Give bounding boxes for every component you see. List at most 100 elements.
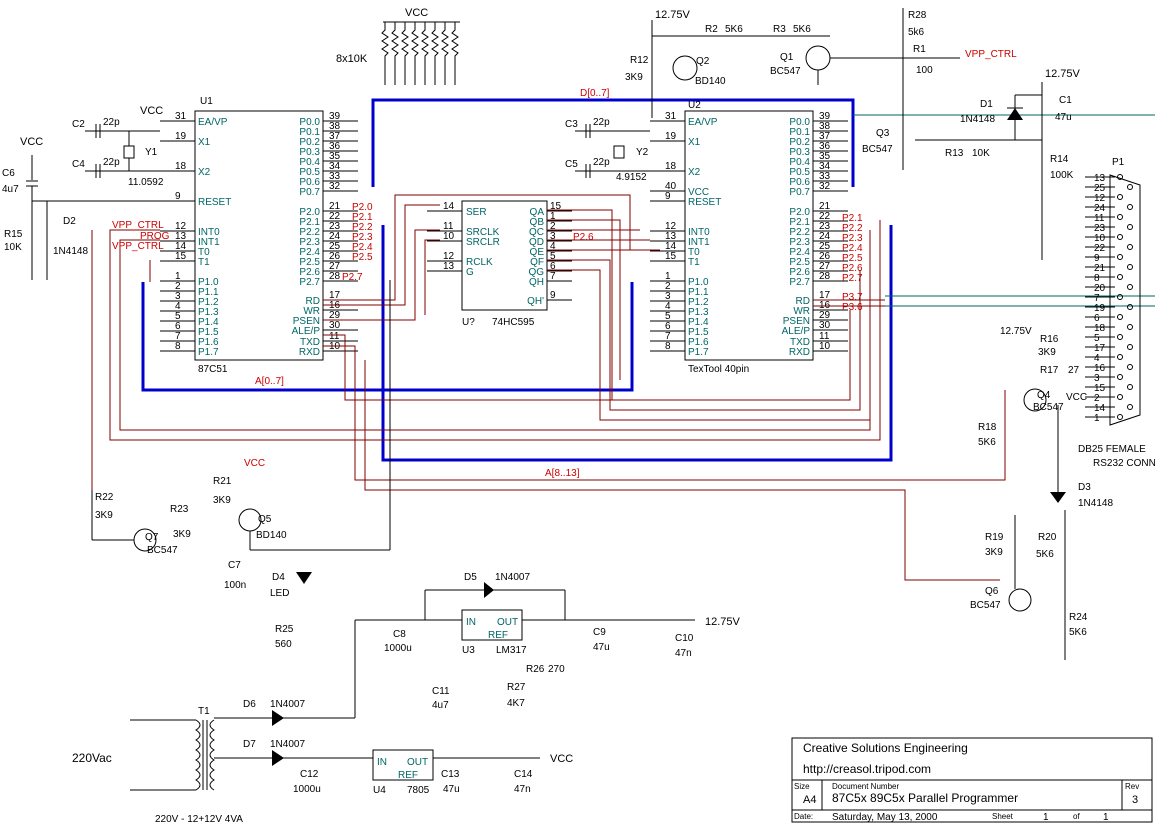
u2-part: TexTool 40pin: [688, 364, 749, 375]
u2-pin-num: 35: [819, 151, 831, 162]
u1-pin-num: 32: [329, 181, 341, 192]
svg-text:Size: Size: [794, 782, 810, 791]
u1-net-label: P2.4: [352, 242, 373, 253]
db25-contact: [1117, 374, 1123, 380]
db25-contact: [1117, 254, 1123, 260]
db25-pin-num: 15: [1094, 383, 1106, 394]
u2-pin-num: 40: [665, 181, 677, 192]
svg-text:47u: 47u: [593, 642, 610, 653]
u1-pin-name: TXD: [300, 337, 320, 348]
svg-text:BC547: BC547: [862, 144, 893, 155]
svg-text:of: of: [1073, 812, 1080, 821]
u2-pin-num: 21: [819, 201, 831, 212]
db25-contact: [1127, 264, 1133, 270]
u1-net-label: P2.2: [352, 222, 373, 233]
svg-text:3K9: 3K9: [1038, 347, 1056, 358]
svg-text:4K7: 4K7: [507, 698, 525, 709]
u1-pin-num: 5: [175, 311, 181, 322]
u1-pin-num: 34: [329, 161, 341, 172]
svg-text:R23: R23: [170, 504, 189, 515]
u2-pin-name: P2.6: [789, 267, 810, 278]
sr-pin-num: 3: [550, 231, 556, 242]
u1-pin-name: P0.7: [299, 187, 320, 198]
u1-pin-num: 8: [175, 341, 181, 352]
db25-pin-num: 16: [1094, 363, 1106, 374]
db25-pin-num: 3: [1094, 373, 1100, 384]
svg-text:BC547: BC547: [147, 545, 178, 556]
u1-pin-num: 23: [329, 221, 341, 232]
svg-text:1000u: 1000u: [384, 643, 412, 654]
db25-pin-num: 11: [1094, 213, 1105, 224]
svg-text:C11: C11: [432, 686, 450, 697]
svg-text:7805: 7805: [407, 785, 430, 796]
u2-pin-name: INT1: [688, 237, 710, 248]
u1-pin-name: P2.6: [299, 267, 320, 278]
db25-contact: [1117, 334, 1123, 340]
u2-net-label: P2.6: [842, 263, 863, 274]
db25-pin-num: 1: [1094, 413, 1100, 424]
sr-pin-name: G: [466, 267, 474, 278]
bus-a-high: [381, 225, 893, 462]
svg-text:BC547: BC547: [1033, 402, 1064, 413]
u1-pin-name: P0.6: [299, 177, 320, 188]
u1-pin-num: 12: [175, 221, 187, 232]
sr-pin-num: 2: [550, 221, 556, 232]
svg-text:22p: 22p: [593, 157, 610, 168]
sr-pin-num: 1: [550, 211, 556, 222]
u2-pin-num: 25: [819, 241, 831, 252]
svg-text:Rev: Rev: [1125, 782, 1139, 791]
u1-pin-num: 9: [175, 191, 181, 202]
db25-pin-num: 5: [1094, 333, 1100, 344]
svg-text:3K9: 3K9: [213, 495, 231, 506]
svg-text:D5: D5: [464, 572, 477, 583]
u2-pin-num: 18: [665, 161, 677, 172]
u1-pin-name: P0.1: [299, 127, 320, 138]
u1-pin-name: ALE/P: [292, 326, 321, 337]
u1-pin-num: 38: [329, 121, 341, 132]
svg-text:Y2: Y2: [636, 147, 649, 158]
u2-pin-name: P1.6: [688, 337, 709, 348]
u2-pin-name: P2.4: [789, 247, 810, 258]
svg-text:REF: REF: [488, 630, 508, 641]
sr-pin-num: 9: [550, 290, 556, 301]
svg-text:VCC: VCC: [20, 136, 43, 148]
sr-pin-num: 6: [550, 261, 556, 272]
u2-pin-name: RD: [796, 296, 810, 307]
u1-pin-name: P0.0: [299, 117, 320, 128]
svg-text:3: 3: [1132, 794, 1138, 806]
db25-contact: [1127, 324, 1133, 330]
u2-net-label: P2.4: [842, 243, 863, 254]
svg-text:Sheet: Sheet: [992, 812, 1014, 821]
svg-text:R26: R26: [526, 664, 545, 675]
bus-a-low-label: A[0..7]: [255, 376, 284, 387]
db25-contact: [1117, 314, 1123, 320]
sr-pin-name: QC: [529, 227, 544, 238]
u2-pin-name: TXD: [790, 337, 810, 348]
u1-pin-name: P2.2: [299, 227, 320, 238]
u2-pin-num: 23: [819, 221, 831, 232]
svg-text:Document Number: Document Number: [832, 782, 899, 791]
svg-text:5K6: 5K6: [1036, 549, 1054, 560]
db25-contact: [1127, 344, 1133, 350]
svg-text:5K6: 5K6: [978, 437, 996, 448]
u2-net-label: P2.1: [842, 213, 863, 224]
u1-pin-name: INT1: [198, 237, 220, 248]
u2-pin-name: P1.5: [688, 327, 709, 338]
u2-pin-num: 12: [665, 221, 677, 232]
u1-net-label: P2.7: [342, 272, 363, 283]
svg-text:C4: C4: [72, 159, 85, 170]
u2-pin-name: P1.3: [688, 307, 709, 318]
sr-pin-num: 13: [443, 261, 455, 272]
svg-text:R12: R12: [630, 55, 649, 66]
svg-text:47u: 47u: [443, 784, 460, 795]
u1-pin-name: X2: [198, 167, 211, 178]
sr-pin-name: SRCLK: [466, 227, 500, 238]
sr-ref: U?: [462, 317, 475, 328]
resnet-resistor: [451, 22, 459, 85]
u2-pin-num: 7: [665, 331, 671, 342]
sr-pin-name: QH: [529, 277, 544, 288]
svg-text:R28: R28: [908, 10, 927, 21]
u1-net-label: P2.5: [352, 252, 373, 263]
u1-pin-num: 37: [329, 131, 341, 142]
